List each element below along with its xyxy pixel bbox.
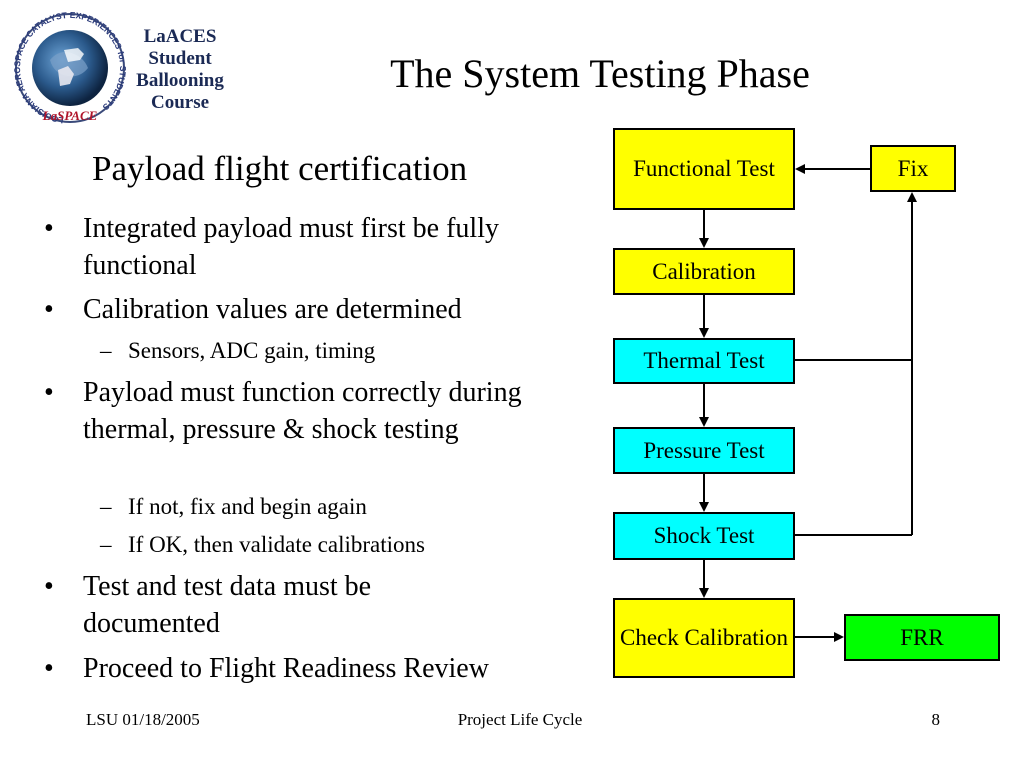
course-line: Ballooning (136, 70, 224, 91)
slide-subtitle: Payload flight certification (92, 149, 468, 188)
bullet-marker: • (44, 294, 54, 325)
bullet-item: • Payload must function correctly during… (44, 374, 564, 448)
bullet-marker: • (44, 571, 54, 602)
course-line: Student (148, 48, 212, 69)
sub-bullet-marker: – (100, 532, 112, 557)
calibration-box: Calibration (613, 248, 795, 295)
bullet-marker: • (44, 377, 54, 408)
slide-title: The System Testing Phase (390, 51, 810, 96)
frr-box: FRR (844, 614, 1000, 661)
sub-bullet-item: –If not, fix and begin again (100, 492, 367, 522)
course-name: LaACES Student Ballooning Course (128, 26, 232, 114)
fix-box: Fix (870, 145, 956, 192)
sub-bullet-text: Sensors, ADC gain, timing (128, 338, 376, 363)
bullet-item: • Test and test data must be documented (44, 568, 564, 642)
check-calibration-box: Check Calibration (613, 598, 795, 678)
sub-bullet-marker: – (100, 338, 112, 363)
sub-bullet-text: If not, fix and begin again (128, 494, 367, 519)
slide-number: 8 (931, 710, 941, 729)
bullet-marker: • (44, 213, 54, 244)
course-line: Course (150, 92, 210, 113)
course-line: LaACES (143, 26, 217, 47)
bullet-item: • Calibration values are determined (44, 291, 564, 328)
bullet-text: Integrated payload must first be fully f… (83, 213, 499, 281)
footer-title: Project Life Cycle (457, 710, 583, 729)
bullet-item: • Proceed to Flight Readiness Review (44, 650, 564, 687)
bullet-marker: • (44, 653, 54, 684)
sub-bullet-marker: – (100, 494, 112, 519)
pressure-test-box: Pressure Test (613, 427, 795, 474)
laspace-logo: LOUISIANA AEROSPACE CATALYST EXPERIENCES… (14, 10, 126, 126)
functional-test-box: Functional Test (613, 128, 795, 210)
footer-date: LSU 01/18/2005 (86, 710, 200, 729)
svg-text:LaSPACE: LaSPACE (42, 108, 98, 123)
sub-bullet-text: If OK, then validate calibrations (128, 532, 425, 557)
bullet-text: Calibration values are determined (83, 294, 462, 325)
bullet-text: Proceed to Flight Readiness Review (83, 653, 489, 684)
sub-bullet-item: –If OK, then validate calibrations (100, 530, 425, 560)
thermal-test-box: Thermal Test (613, 338, 795, 384)
sub-bullet-item: –Sensors, ADC gain, timing (100, 336, 375, 366)
bullet-text: Payload must function correctly during t… (83, 377, 522, 445)
shock-test-box: Shock Test (613, 512, 795, 560)
bullet-item: • Integrated payload must first be fully… (44, 210, 564, 284)
bullet-text: Test and test data must be documented (83, 571, 372, 639)
